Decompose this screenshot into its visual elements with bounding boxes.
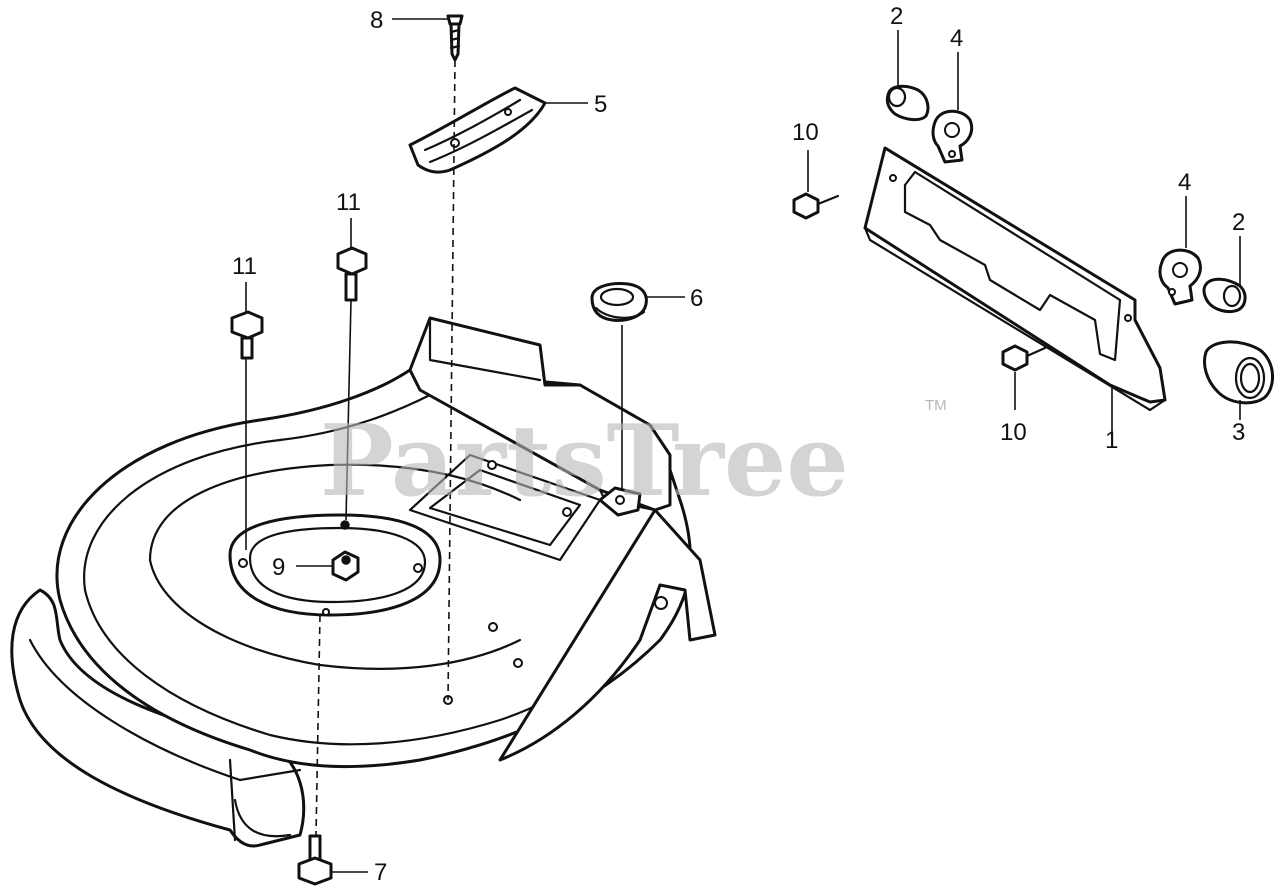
callout-8: 8 <box>370 7 383 34</box>
callout-10-upper: 10 <box>792 119 819 146</box>
watermark-text: PartsTree <box>320 404 849 519</box>
part-8-screw <box>446 14 464 62</box>
callout-10-lower: 10 <box>1000 419 1027 446</box>
part-5-bracket <box>408 86 547 174</box>
callout-4-top: 4 <box>950 25 963 52</box>
callout-2-top: 2 <box>890 3 903 30</box>
part-1-rear-plate <box>863 146 1167 412</box>
part-3-cap <box>1203 340 1274 405</box>
part-4-clip-top <box>931 109 974 164</box>
watermark-trademark: TM <box>925 397 947 414</box>
callout-7: 7 <box>374 859 387 886</box>
part-7-bolt <box>297 834 333 886</box>
part-10-screw-lower <box>1001 344 1047 372</box>
callout-6: 6 <box>690 285 703 312</box>
callout-5: 5 <box>594 91 607 118</box>
callout-4-right: 4 <box>1178 169 1191 196</box>
leader-8 <box>447 59 456 701</box>
part-9-nut <box>331 550 360 582</box>
leader-11-right <box>345 299 352 521</box>
callout-3: 3 <box>1232 419 1245 446</box>
part-11-bolt-right <box>336 246 368 302</box>
callout-2-right: 2 <box>1232 209 1245 236</box>
part-6-grommet <box>590 282 648 322</box>
callout-9: 9 <box>272 554 285 581</box>
part-2-grommet-top <box>885 84 930 122</box>
part-10-screw-upper <box>792 192 840 220</box>
mower-deck <box>10 316 717 848</box>
leader-7-dashed <box>315 614 321 836</box>
callout-1: 1 <box>1105 427 1118 454</box>
callout-11-left: 11 <box>232 253 257 280</box>
callout-11-right: 11 <box>336 189 361 216</box>
part-2-grommet-right <box>1202 277 1247 314</box>
part-4-clip-right <box>1158 248 1202 306</box>
part-11-bolt-left <box>230 310 264 360</box>
